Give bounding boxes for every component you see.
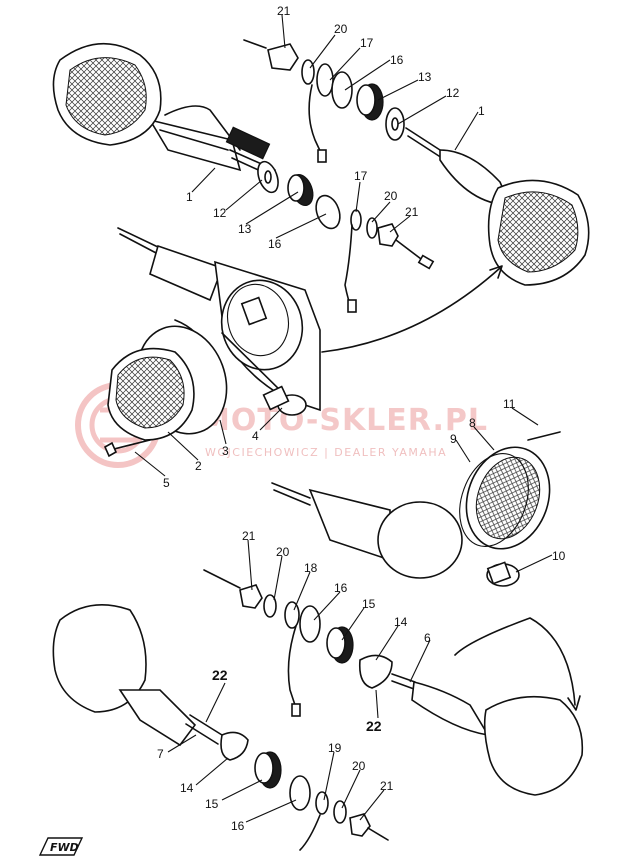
washer-17-upper — [344, 209, 362, 313]
flow-arrow-lower — [454, 617, 581, 711]
callout-21: 21 — [380, 779, 394, 793]
callout-22: 22 — [366, 718, 382, 734]
nut-13-upper — [287, 173, 314, 207]
callout-6: 6 — [424, 631, 431, 645]
callout-15: 15 — [362, 597, 376, 611]
callout-7: 7 — [157, 747, 164, 761]
watermark-tagline: WOJCIECHOWICZ | DEALER YAMAHA — [205, 446, 447, 459]
watermark-brand: MOTO-SKLER.PL — [200, 403, 488, 438]
lamp-middle-right — [271, 431, 561, 587]
callout-12: 12 — [446, 86, 460, 100]
lamp-middle-left — [103, 227, 321, 458]
callout-21: 21 — [277, 4, 291, 18]
leader-lines — [134, 14, 553, 823]
callout-19: 19 — [328, 741, 342, 755]
callout-14: 14 — [180, 781, 194, 795]
callout-21: 21 — [405, 205, 419, 219]
fwd-badge: FWD — [38, 837, 84, 856]
callout-20: 20 — [384, 189, 398, 203]
callout-17: 17 — [354, 169, 368, 183]
grommet-16-upper — [315, 194, 341, 230]
callout-16: 16 — [231, 819, 245, 833]
callout-3: 3 — [222, 444, 229, 458]
callout-20: 20 — [276, 545, 290, 559]
watermark: MOTO-SKLER.PL WOJCIECHOWICZ | DEALER YAM… — [75, 382, 488, 468]
callout-12: 12 — [213, 206, 227, 220]
callout-16: 16 — [334, 581, 348, 595]
callout-22: 22 — [212, 667, 228, 683]
callout-14: 14 — [394, 615, 408, 629]
washer-12-upper — [257, 160, 279, 194]
callout-21: 21 — [242, 529, 256, 543]
callout-5: 5 — [163, 476, 170, 490]
callout-16: 16 — [268, 237, 282, 251]
washer-20-upper — [366, 217, 378, 239]
callout-17: 17 — [360, 36, 374, 50]
wire-upper — [395, 239, 435, 270]
lamp-top-right — [243, 39, 590, 286]
callout-4: 4 — [252, 429, 259, 443]
callout-labels: 21 20 17 16 13 12 1 1 12 13 16 17 20 21 … — [157, 4, 566, 833]
callout-1: 1 — [478, 104, 485, 118]
callout-13: 13 — [238, 222, 252, 236]
callout-20: 20 — [334, 22, 348, 36]
callout-20: 20 — [352, 759, 366, 773]
callout-15: 15 — [205, 797, 219, 811]
callout-16: 16 — [390, 53, 404, 67]
callout-10: 10 — [552, 549, 566, 563]
lamp-top-left — [52, 42, 271, 172]
callout-2: 2 — [195, 459, 202, 473]
callout-11: 11 — [503, 397, 516, 411]
callout-8: 8 — [469, 416, 476, 430]
callout-13: 13 — [418, 70, 432, 84]
flow-arrow-upper — [321, 265, 503, 353]
callout-9: 9 — [450, 432, 457, 446]
lamp-lower-right — [203, 569, 584, 796]
callout-18: 18 — [304, 561, 318, 575]
callout-1: 1 — [186, 190, 193, 204]
fwd-label: FWD — [50, 841, 79, 854]
